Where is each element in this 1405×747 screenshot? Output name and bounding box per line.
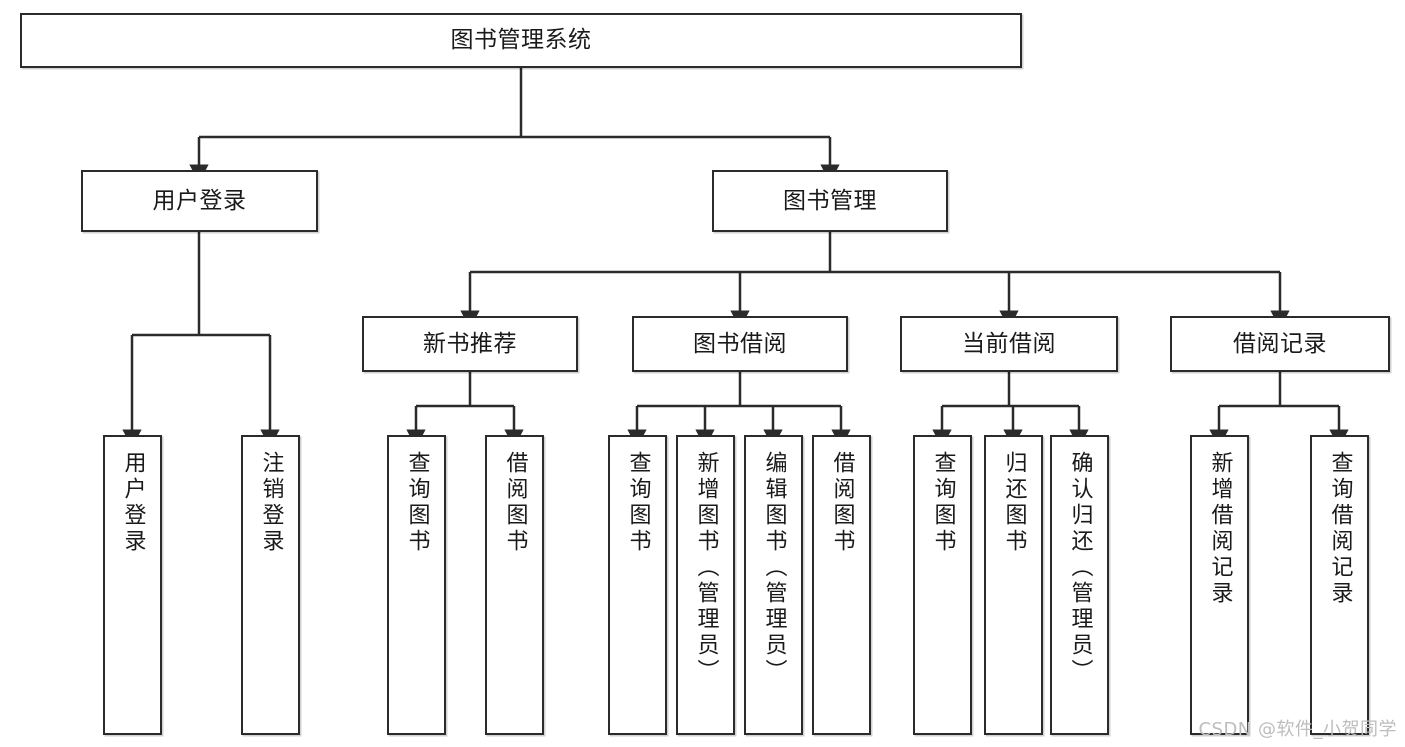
node-leaf-user-login[interactable]: 用户登录: [103, 435, 162, 735]
node-leaf-add-book-admin[interactable]: 新增图书（管理员）: [676, 435, 735, 735]
node-leaf-query-book-current-label: 查询图书: [930, 451, 956, 555]
node-leaf-borrow-book-label: 借阅图书: [829, 451, 855, 555]
node-leaf-add-book-admin-label: 新增图书（管理员）: [693, 451, 719, 685]
node-leaf-query-book-rec[interactable]: 查询图书: [387, 435, 446, 735]
node-root-label: 图书管理系统: [450, 27, 592, 54]
node-leaf-user-login-label: 用户登录: [120, 451, 146, 555]
node-leaf-confirm-return-admin[interactable]: 确认归还（管理员）: [1050, 435, 1109, 735]
node-leaf-logout-login-label: 注销登录: [258, 451, 284, 555]
node-book-borrow-label: 图书借阅: [693, 330, 787, 357]
node-user-login-label: 用户登录: [152, 187, 247, 214]
node-leaf-query-book-current[interactable]: 查询图书: [913, 435, 972, 735]
node-leaf-query-book-borrow-label: 查询图书: [625, 451, 651, 555]
node-leaf-borrow-book[interactable]: 借阅图书: [812, 435, 871, 735]
node-new-book-rec-label: 新书推荐: [423, 330, 517, 357]
node-leaf-edit-book-admin[interactable]: 编辑图书（管理员）: [744, 435, 803, 735]
node-book-manage-label: 图书管理: [783, 187, 877, 214]
node-leaf-borrow-book-rec-label: 借阅图书: [502, 451, 528, 555]
node-leaf-query-book-rec-label: 查询图书: [404, 451, 430, 555]
node-leaf-query-borrow-record[interactable]: 查询借阅记录: [1310, 435, 1369, 735]
node-user-login[interactable]: 用户登录: [81, 170, 318, 232]
node-leaf-edit-book-admin-label: 编辑图书（管理员）: [761, 451, 787, 685]
node-leaf-return-book[interactable]: 归还图书: [984, 435, 1043, 735]
node-leaf-add-borrow-record-label: 新增借阅记录: [1207, 451, 1233, 607]
node-book-borrow[interactable]: 图书借阅: [632, 316, 848, 372]
node-leaf-logout-login[interactable]: 注销登录: [241, 435, 300, 735]
node-current-borrow-label: 当前借阅: [962, 330, 1056, 357]
node-new-book-rec[interactable]: 新书推荐: [362, 316, 578, 372]
node-leaf-confirm-return-admin-label: 确认归还（管理员）: [1067, 451, 1093, 685]
watermark: CSDN @软件_小贺同学: [1198, 719, 1397, 740]
node-leaf-query-book-borrow[interactable]: 查询图书: [608, 435, 667, 735]
node-root[interactable]: 图书管理系统: [20, 13, 1022, 68]
node-leaf-borrow-book-rec[interactable]: 借阅图书: [485, 435, 544, 735]
node-leaf-add-borrow-record[interactable]: 新增借阅记录: [1190, 435, 1249, 735]
node-leaf-return-book-label: 归还图书: [1001, 451, 1027, 555]
node-borrow-record-label: 借阅记录: [1233, 330, 1327, 357]
node-book-manage[interactable]: 图书管理: [712, 170, 948, 232]
node-leaf-query-borrow-record-label: 查询借阅记录: [1327, 451, 1353, 607]
node-current-borrow[interactable]: 当前借阅: [900, 316, 1118, 372]
node-borrow-record[interactable]: 借阅记录: [1170, 316, 1390, 372]
